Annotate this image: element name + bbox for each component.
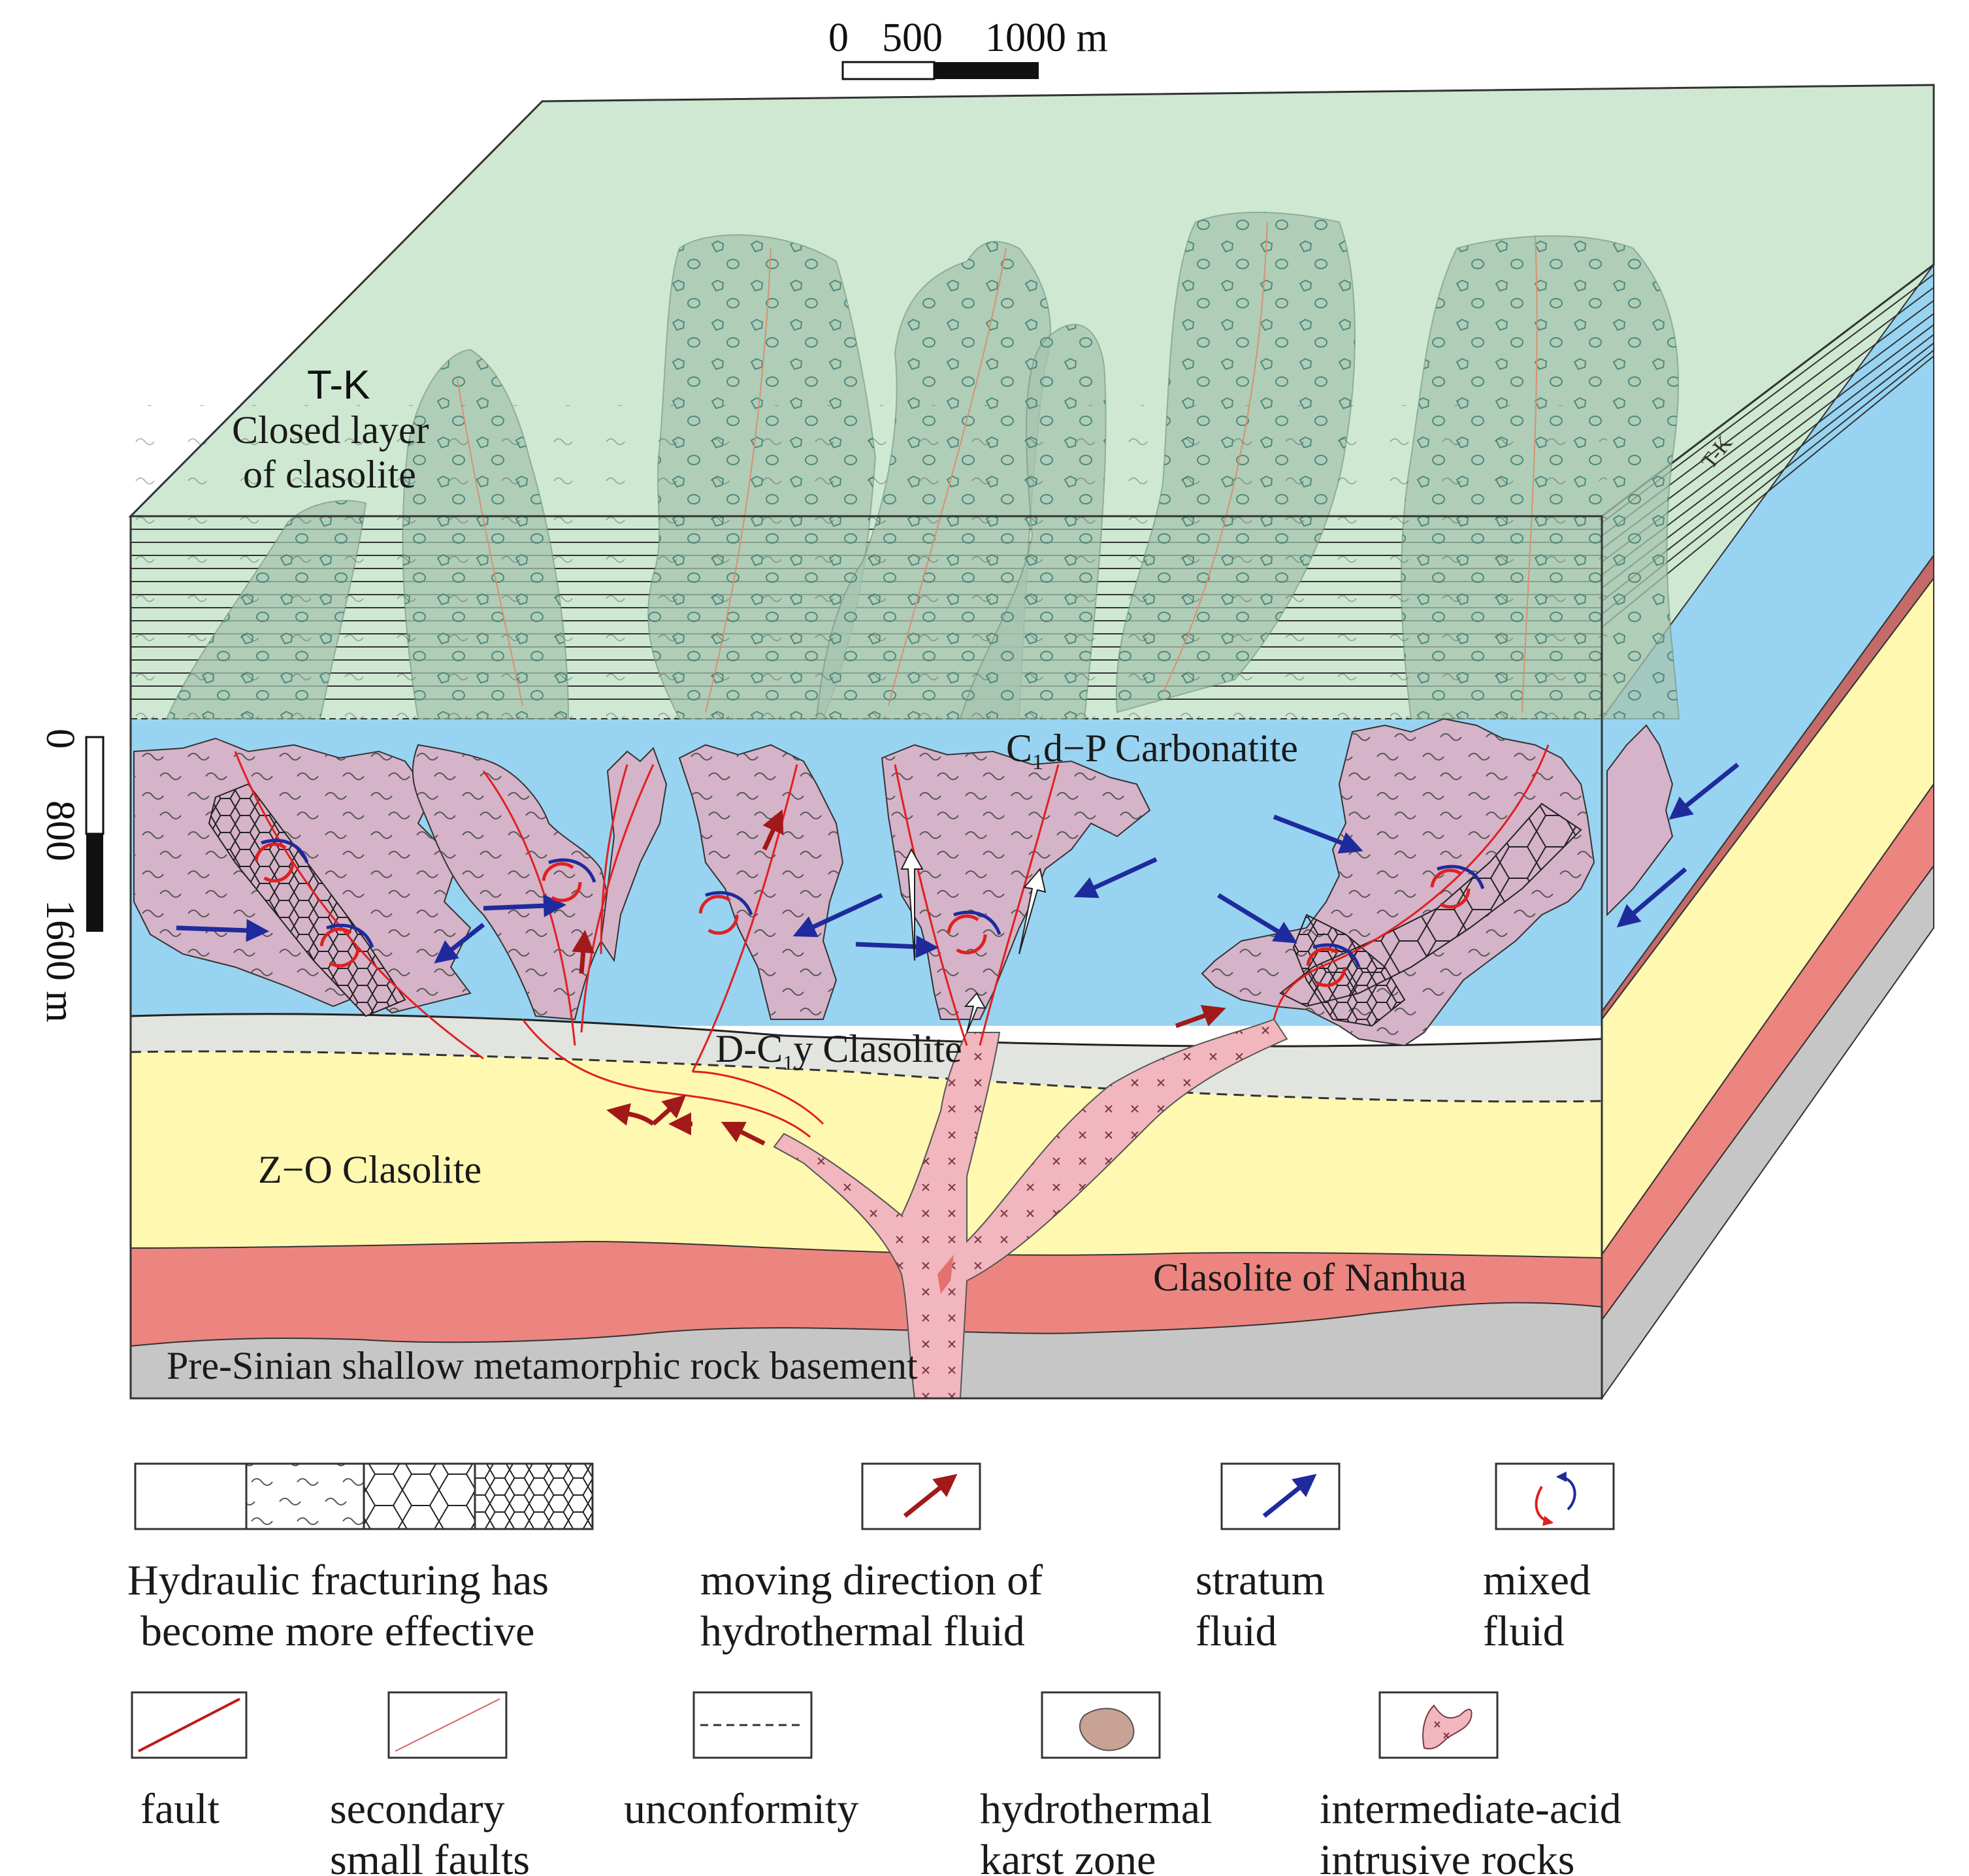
- side-scale-tick-1600: 1600 m: [38, 900, 82, 1023]
- unconformity-line: [130, 1050, 1603, 1103]
- mixed-fluid-markers: [254, 838, 1485, 987]
- legend-mixed-label-1: mixed: [1483, 1556, 1591, 1604]
- basement-label: Pre-Sinian shallow metamorphic rock base…: [167, 1344, 918, 1387]
- side-scale-tick-800: 800: [38, 800, 82, 861]
- legend-intrusive-label-2: intrusive rocks: [1320, 1836, 1574, 1876]
- hydrothermal-arrows: [572, 809, 1226, 1146]
- top-scale-tick-500: 500: [882, 16, 943, 60]
- legend-unconformity-swatch: [692, 1691, 813, 1759]
- legend-fault-swatch: [131, 1691, 248, 1759]
- top-scale-tick-0: 0: [828, 16, 849, 60]
- legend-mixed-label-2: fluid: [1483, 1607, 1565, 1655]
- nanhua-layer: [131, 1242, 1602, 1346]
- legend-hydraulic-swatch: [134, 1462, 594, 1530]
- legend-hydrothermal-label-1: moving direction of: [700, 1556, 1043, 1604]
- legend-hydraulic-label-2: become more effective: [140, 1607, 534, 1655]
- white-arrows: [900, 847, 1047, 1033]
- legend-karst-label-1: hydrothermal: [980, 1785, 1212, 1833]
- legend-secondary-fault-swatch: [387, 1691, 508, 1759]
- legend-unconformity-label: unconformity: [624, 1785, 858, 1833]
- side-scale-tick-0: 0: [38, 729, 82, 749]
- side-scale-bar: 0 800 1600 m: [38, 729, 105, 1023]
- legend-karst-label-2: karst zone: [980, 1836, 1156, 1876]
- legend-hydrothermal-arrow-swatch: [861, 1462, 981, 1530]
- legend-stratum-label-2: fluid: [1196, 1607, 1277, 1655]
- legend-secondary-label-2: small faults: [330, 1836, 530, 1876]
- tk-closed-layer-label-1: Closed layer: [232, 408, 429, 452]
- carbonatite-label: C1d−P Carbonatite: [1006, 727, 1298, 774]
- zo-clasolite-layer: [131, 1051, 1602, 1258]
- legend-stratum-arrow-swatch: [1220, 1462, 1341, 1530]
- top-scale-bar: 0 500 1000 m: [828, 16, 1108, 80]
- dcy-clasolite-label: D-C1y Clasolite: [715, 1027, 962, 1074]
- tk-closed-layer-label-2: of clasolite: [243, 453, 416, 496]
- tk-karst-bodies: [131, 212, 1680, 719]
- legend-mixed-fluid-swatch: [1495, 1462, 1615, 1530]
- faults: [234, 744, 1550, 1138]
- top-scale-tick-1000: 1000 m: [985, 16, 1108, 60]
- legend-intrusive-label-1: intermediate-acid: [1320, 1785, 1621, 1833]
- zo-clasolite-label: Z−O Clasolite: [258, 1148, 481, 1191]
- legend-hydraulic-label-1: Hydraulic fracturing has: [127, 1556, 549, 1604]
- legend-fault-label: fault: [140, 1785, 220, 1833]
- block-right-face: T-K: [1601, 262, 1934, 1401]
- legend-stratum-label-1: stratum: [1196, 1556, 1325, 1604]
- intrusive-body: [773, 1018, 1288, 1399]
- legend-secondary-label-1: secondary: [330, 1785, 505, 1833]
- dcy-clasolite-layer: [131, 1013, 1602, 1102]
- stratum-arrows: [176, 763, 1740, 964]
- tk-code-label: T-K: [307, 363, 370, 408]
- legend-intrusive-swatch: [1378, 1691, 1499, 1759]
- legend-karst-swatch: [1041, 1691, 1161, 1759]
- legend: Hydraulic fracturing has become more eff…: [127, 1462, 1621, 1876]
- legend-hydrothermal-label-2: hydrothermal fluid: [700, 1607, 1025, 1655]
- nanhua-label: Clasolite of Nanhua: [1153, 1256, 1467, 1299]
